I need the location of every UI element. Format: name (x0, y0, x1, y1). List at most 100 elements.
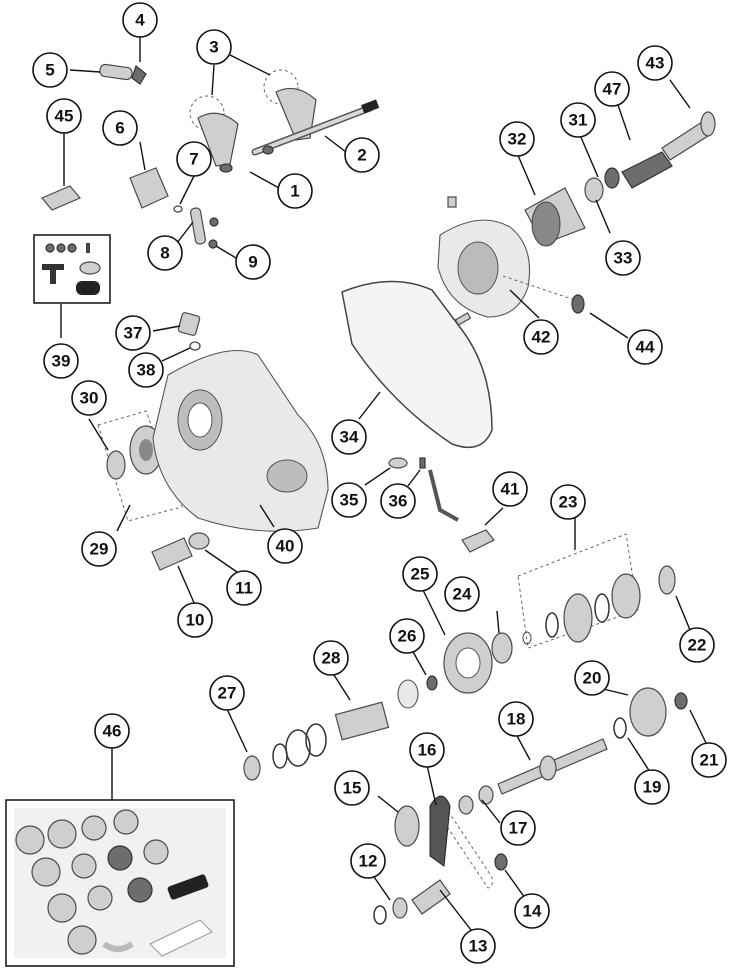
callout-45: 45 (46, 98, 82, 134)
part-planetary (426, 631, 532, 694)
callout-35: 35 (331, 482, 367, 518)
callout-18: 18 (498, 701, 534, 737)
part-overhaul-kit (5, 799, 235, 967)
callout-label-22: 22 (688, 636, 707, 655)
part-front-output (373, 853, 508, 925)
callout-label-39: 39 (52, 352, 71, 371)
callout-43: 43 (637, 45, 673, 81)
callout-38: 38 (128, 352, 164, 388)
part-pin-clip (99, 63, 147, 85)
callout-label-11: 11 (235, 579, 253, 598)
callout-22: 22 (679, 627, 715, 663)
leader-lines (60, 35, 708, 931)
part-front-case (152, 349, 329, 532)
part-small-hardware (173, 205, 219, 249)
callout-12: 12 (350, 843, 386, 879)
callout-label-40: 40 (276, 537, 295, 556)
part-shift-lever (428, 469, 495, 553)
part-output-gear (613, 687, 688, 739)
callout-40: 40 (267, 528, 303, 564)
callout-6: 6 (102, 110, 138, 146)
callout-3: 3 (196, 29, 232, 65)
callout-13: 13 (460, 928, 496, 964)
callout-label-20: 20 (583, 669, 602, 688)
callout-7: 7 (176, 141, 212, 177)
callout-label-6: 6 (115, 119, 124, 138)
callout-label-35: 35 (340, 491, 359, 510)
callout-label-28: 28 (322, 649, 341, 668)
callout-label-4: 4 (135, 11, 145, 30)
callout-label-32: 32 (508, 130, 527, 149)
callout-41: 41 (492, 471, 528, 507)
part-input-shaft (243, 679, 419, 781)
callout-1: 1 (277, 173, 313, 209)
callout-label-8: 8 (160, 244, 169, 263)
callout-label-46: 46 (103, 722, 122, 741)
part-kit-box (33, 234, 111, 304)
callout-36: 36 (380, 483, 416, 519)
callout-label-25: 25 (411, 565, 430, 584)
callout-30: 30 (71, 380, 107, 416)
callout-16: 16 (409, 732, 445, 768)
callout-label-41: 41 (501, 480, 520, 499)
callout-4: 4 (122, 2, 158, 38)
part-plate (129, 167, 169, 209)
callout-label-18: 18 (507, 710, 526, 729)
callout-label-44: 44 (636, 338, 655, 357)
part-rear-case (437, 196, 531, 326)
callout-label-47: 47 (603, 80, 622, 99)
callout-label-7: 7 (189, 150, 198, 169)
callout-31: 31 (560, 102, 596, 138)
callout-37: 37 (115, 315, 151, 351)
callout-27: 27 (209, 675, 245, 711)
callout-label-36: 36 (389, 492, 408, 511)
callout-label-15: 15 (343, 779, 362, 798)
callout-39: 39 (43, 343, 79, 379)
callout-label-42: 42 (532, 328, 551, 347)
callout-label-14: 14 (523, 902, 542, 921)
callout-14: 14 (514, 893, 550, 929)
callout-8: 8 (147, 235, 183, 271)
part-shift-forks (189, 69, 317, 167)
callout-42: 42 (523, 319, 559, 355)
part-bracket (41, 185, 81, 211)
callout-24: 24 (444, 576, 480, 612)
callout-label-23: 23 (559, 493, 578, 512)
callout-label-10: 10 (186, 611, 205, 630)
callout-11: 11 (226, 570, 262, 606)
callout-label-17: 17 (509, 819, 528, 838)
callout-label-33: 33 (614, 249, 633, 268)
callout-26: 26 (389, 618, 425, 654)
callout-15: 15 (334, 770, 370, 806)
part-speedo-gear (502, 275, 585, 314)
callout-47: 47 (594, 71, 630, 107)
callout-10: 10 (177, 602, 213, 638)
callout-29: 29 (81, 531, 117, 567)
part-gear-group (517, 533, 676, 649)
callout-label-9: 9 (248, 253, 257, 272)
callout-label-43: 43 (646, 54, 665, 73)
callout-label-12: 12 (359, 852, 378, 871)
callout-label-26: 26 (398, 627, 417, 646)
part-main-shaft (497, 738, 608, 795)
callout-label-19: 19 (643, 778, 662, 797)
callout-label-27: 27 (218, 684, 237, 703)
part-rear-output (524, 111, 716, 247)
callout-label-34: 34 (340, 428, 359, 447)
callout-32: 32 (499, 121, 535, 157)
callout-33: 33 (605, 240, 641, 276)
callout-17: 17 (500, 810, 536, 846)
callout-28: 28 (313, 640, 349, 676)
callout-25: 25 (402, 556, 438, 592)
callout-label-29: 29 (90, 540, 109, 559)
callout-label-38: 38 (137, 361, 156, 380)
callout-21: 21 (691, 742, 727, 778)
callout-44: 44 (627, 329, 663, 365)
part-plug (177, 312, 201, 351)
callout-label-37: 37 (124, 324, 143, 343)
callout-label-21: 21 (700, 751, 719, 770)
callout-label-16: 16 (418, 741, 437, 760)
part-washer-pin (388, 457, 426, 469)
callout-20: 20 (574, 660, 610, 696)
